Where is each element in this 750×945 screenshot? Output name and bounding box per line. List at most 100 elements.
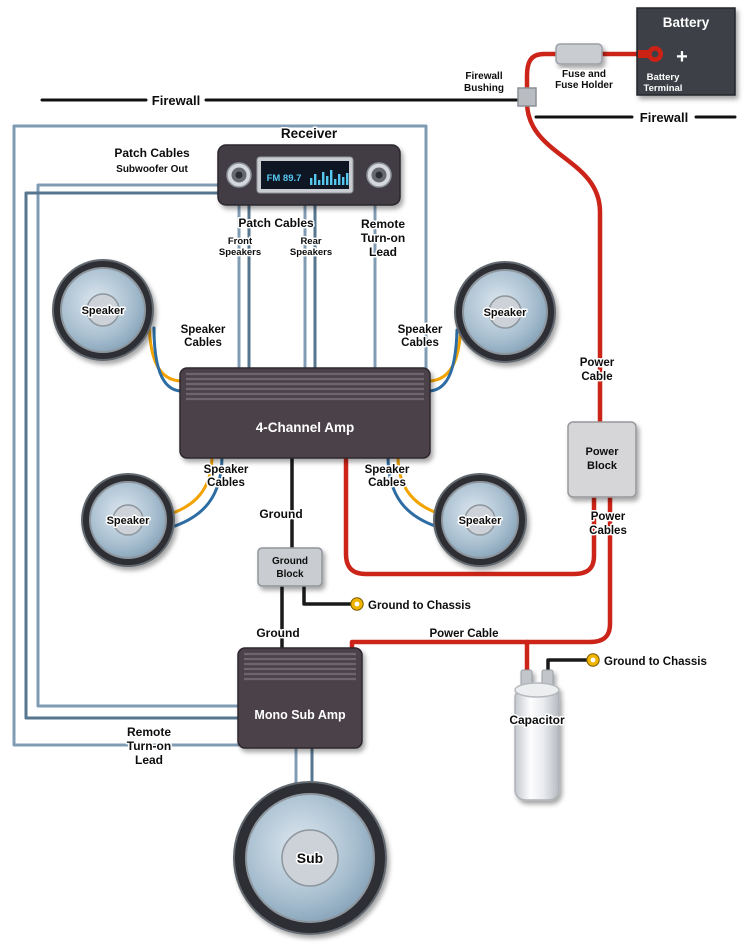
speaker-cable-br-blue (386, 454, 437, 528)
fuse-holder (555, 43, 603, 65)
speaker-cable-tr-blue (426, 328, 459, 393)
capacitor-body (514, 687, 560, 801)
speaker-label: Speaker (107, 515, 151, 527)
speaker-label: Speaker (484, 307, 528, 319)
ground-block-label-1: Ground (272, 556, 308, 567)
speaker-bottom-left: Speaker (81, 473, 175, 567)
speaker-cable-bl-blue (173, 454, 224, 528)
capacitor-top (514, 682, 560, 698)
firewall-bushing-body (517, 87, 537, 107)
speaker-top-left: Speaker (52, 259, 154, 361)
speaker-dustcap (86, 293, 120, 327)
speaker-dustcap (464, 504, 496, 536)
firewall-bushing (517, 87, 537, 107)
spectrum-bars-icon (310, 170, 349, 185)
ground-to-chassis-right-label: Ground to Chassis (604, 656, 707, 668)
receiver-knob-left-center (235, 171, 243, 179)
power-block: Power Block (567, 421, 637, 498)
remote-lead-loop-wire (12, 124, 428, 747)
rear-speakers-label-2: Speakers (290, 247, 332, 258)
remote-lead-bottom-label-1: Remote (127, 725, 171, 739)
power-wires (343, 51, 654, 679)
subwoofer: Sub (233, 781, 387, 935)
ground-wire-capacitor (546, 658, 589, 676)
power-cable-to-4ch-amp (343, 457, 597, 577)
receiver: FM 89.7 (217, 144, 401, 206)
speaker-cables-tr-label-1: Speaker (398, 324, 443, 336)
terminal-ring-hole (651, 50, 659, 58)
power-cable-right-label-1: Power (580, 357, 615, 369)
ground-block-body (257, 547, 323, 587)
battery-terminal-label-1: Battery (647, 72, 680, 83)
battery-plus: + (676, 46, 688, 68)
receiver-display-content: FM 89.7 (267, 170, 349, 185)
mono-sub-amp-label: Mono Sub Amp (254, 708, 346, 722)
ground-to-chassis-mid-label: Ground to Chassis (368, 600, 471, 612)
fuse-holder-body (555, 43, 603, 65)
ground-wires (280, 448, 589, 676)
ground-block: Ground Block (257, 547, 323, 587)
four-channel-amp-label: 4-Channel Amp (256, 420, 355, 435)
battery: Battery + Battery Terminal (636, 7, 736, 96)
subwoofer-patch-cable-1 (36, 183, 242, 708)
firewall-label-left: Firewall (152, 93, 200, 108)
power-block-label-1: Power (585, 446, 619, 458)
heatsink-fins-icon (244, 652, 356, 681)
battery-title: Battery (663, 15, 710, 30)
rear-speakers-label-1: Rear (300, 236, 321, 247)
speaker-bottom-right: Speaker (433, 473, 527, 567)
power-cable-right-label-2: Cable (581, 371, 612, 383)
remote-lead-top-label-3: Lead (369, 245, 397, 259)
ring-terminal-hole (354, 601, 360, 607)
speaker-cables-br-label-2: Cables (368, 477, 406, 489)
remote-lead-top-label-1: Remote (361, 217, 405, 231)
speaker-cables-bl-label-1: Speaker (204, 464, 249, 476)
speaker-cable-br-orange (396, 454, 442, 516)
speaker-cable-tl-blue (152, 326, 184, 393)
power-block-body (567, 421, 637, 498)
firewall-bushing-label-1: Firewall (465, 71, 502, 82)
speaker-label: Speaker (459, 515, 503, 527)
signal-wires (12, 124, 428, 794)
speaker-label: Speaker (82, 305, 126, 317)
power-cable-bottom-label: Power Cable (429, 628, 498, 640)
speaker-cables-tl-label-1: Speaker (181, 324, 226, 336)
four-channel-amp: 4-Channel Amp (179, 367, 431, 459)
four-channel-amp-body (179, 367, 431, 459)
labels: Firewall Firewall Firewall Bushing Fuse … (113, 68, 709, 769)
power-cable-main (524, 99, 603, 429)
remote-lead-bottom-label-2: Turn-on (127, 739, 171, 753)
remote-lead-bottom-label-3: Lead (135, 753, 163, 767)
receiver-knob-right-center (375, 171, 383, 179)
fuse-label-1: Fuse and (562, 69, 606, 80)
power-cable-battery-to-bushing (524, 51, 654, 98)
receiver-title: Receiver (281, 126, 338, 141)
chassis-terminals (350, 597, 600, 667)
ground-wire-to-chassis-mid (302, 580, 353, 606)
battery-terminal-label-2: Terminal (644, 83, 683, 94)
mono-sub-amp: Mono Sub Amp (237, 647, 363, 749)
speaker-cables-tl-label-2: Cables (184, 337, 222, 349)
sub-dustcap (281, 829, 339, 887)
ground-block-label-2: Block (276, 569, 304, 580)
terminal-stub (638, 50, 652, 58)
front-speakers-label-1: Front (228, 236, 253, 247)
patch-cables-label: Patch Cables (238, 216, 314, 230)
speaker-dustcap (112, 504, 144, 536)
speaker-wires-blue (152, 326, 459, 528)
sub-label: Sub (297, 850, 323, 866)
speaker-cables-tr-label-2: Cables (401, 337, 439, 349)
heatsink-fins-icon (186, 372, 424, 401)
firewall-lines (40, 98, 737, 119)
power-cable-to-mono-amp (349, 489, 613, 655)
speaker-cable-bl-orange (168, 454, 214, 516)
firewall-label-right: Firewall (640, 110, 688, 125)
front-speakers-label-2: Speakers (219, 247, 261, 258)
fuse-label-2: Fuse Holder (555, 80, 613, 91)
remote-lead-top-label-2: Turn-on (361, 231, 405, 245)
power-cables-label-1: Power (591, 511, 626, 523)
subwoofer-patch-cable-2 (24, 191, 242, 720)
ground-upper-label: Ground (259, 507, 302, 521)
speaker-top-right: Speaker (454, 261, 556, 363)
